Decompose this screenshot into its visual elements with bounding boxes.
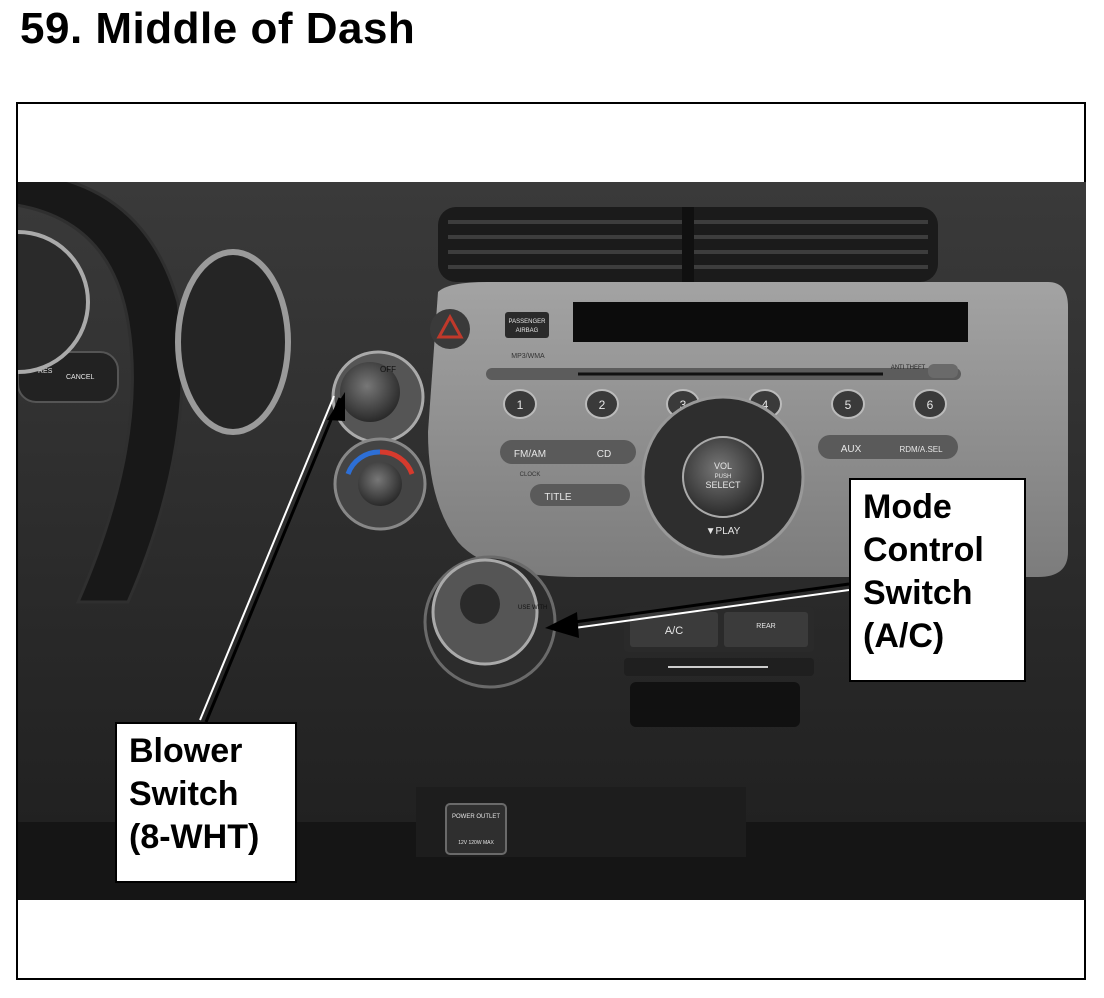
- mode-control-switch-callout: Mode Control Switch (A/C): [849, 478, 1026, 682]
- svg-text:CANCEL: CANCEL: [66, 374, 95, 381]
- hazard-button[interactable]: [430, 309, 470, 349]
- instrument-gauge: [18, 230, 90, 374]
- page-title: 59. Middle of Dash: [20, 4, 416, 53]
- svg-text:TITLE: TITLE: [544, 492, 572, 503]
- svg-text:USE WITH: USE WITH: [518, 605, 547, 611]
- svg-text:RES: RES: [38, 368, 53, 375]
- passenger-airbag-label: PASSENGER: [509, 319, 547, 325]
- aux-rdm-button[interactable]: [818, 435, 958, 459]
- svg-text:1: 1: [517, 398, 524, 412]
- volume-select-knob[interactable]: [682, 436, 764, 518]
- svg-text:6: 6: [927, 398, 934, 412]
- title-button[interactable]: [530, 484, 630, 506]
- fm-am-cd-button[interactable]: [500, 440, 636, 464]
- anti-theft-label: ANTI THEFT: [891, 365, 926, 371]
- svg-text:POWER OUTLET: POWER OUTLET: [452, 814, 500, 820]
- svg-text:REAR: REAR: [756, 623, 775, 630]
- blower-switch-callout: Blower Switch (8-WHT): [115, 722, 297, 883]
- mp3-label: MP3/WMA: [511, 353, 545, 360]
- gauge-bezel: [175, 249, 291, 435]
- center-cubby: [630, 682, 800, 727]
- callout-line: Blower: [129, 732, 243, 770]
- svg-text:FM/AM: FM/AM: [514, 449, 546, 460]
- svg-text:OFF: OFF: [380, 365, 396, 374]
- svg-text:12V 120W MAX: 12V 120W MAX: [458, 840, 494, 846]
- svg-text:3: 3: [680, 398, 687, 412]
- mode-control-knob[interactable]: USE WITH: [423, 555, 557, 689]
- preset-button-5[interactable]: 5: [831, 389, 865, 419]
- radio-display: [573, 302, 968, 342]
- callout-line: Switch: [129, 775, 239, 813]
- blower-switch-knob[interactable]: OFF: [331, 350, 425, 444]
- callout-line: Control: [863, 531, 984, 569]
- callout-line: Mode: [863, 488, 952, 526]
- power-outlet[interactable]: [445, 803, 507, 855]
- svg-text:2: 2: [599, 398, 606, 412]
- preset-button-6[interactable]: 6: [913, 389, 947, 419]
- svg-text:4: 4: [762, 398, 769, 412]
- passenger-airbag-indicator: [505, 312, 549, 338]
- callout-line: (8-WHT): [129, 818, 260, 856]
- eject-button[interactable]: [928, 364, 958, 378]
- steering-wheel: [18, 182, 184, 604]
- svg-text:CD: CD: [597, 449, 611, 460]
- svg-text:A/C: A/C: [665, 625, 683, 637]
- preset-button-1[interactable]: 1: [503, 389, 537, 419]
- callout-line: Switch: [863, 574, 973, 612]
- callout-line: (A/C): [863, 617, 945, 655]
- temperature-knob[interactable]: [333, 437, 427, 531]
- svg-text:5: 5: [845, 398, 852, 412]
- air-vent: [438, 207, 938, 282]
- svg-text:RDM/A.SEL: RDM/A.SEL: [899, 445, 943, 454]
- preset-buttons: 1 2 3 4 5 6: [503, 389, 947, 419]
- hazard-icon: [436, 313, 464, 339]
- svg-text:AIRBAG: AIRBAG: [516, 328, 539, 334]
- svg-text:PUSH: PUSH: [715, 474, 732, 480]
- svg-text:CLOCK: CLOCK: [520, 472, 541, 478]
- svg-text:SELECT: SELECT: [705, 480, 741, 490]
- svg-text:AUX: AUX: [841, 444, 862, 455]
- preset-button-2[interactable]: 2: [585, 389, 619, 419]
- svg-text:VOL: VOL: [714, 461, 732, 471]
- svg-text:▼PLAY: ▼PLAY: [706, 526, 741, 537]
